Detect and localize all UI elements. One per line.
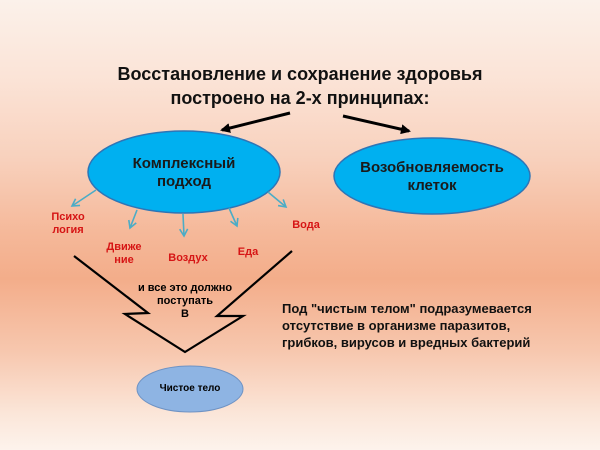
funnel-text-line-3: в [181, 308, 189, 320]
principle-renewal-line-1: Возобновляемость [360, 159, 504, 176]
component-arrow-2 [128, 209, 138, 230]
principle-complex-line-1: Комплексный [132, 155, 236, 172]
principle-ellipse-complex [87, 130, 281, 214]
result-label: Чистое тело [159, 383, 221, 394]
principle-renewal-line-2: клеток [407, 177, 457, 194]
result-ellipse [136, 365, 244, 413]
component-arrow-4 [228, 207, 239, 228]
component-arrow-1 [70, 189, 97, 207]
component-psychology-line-1: Психо [51, 211, 85, 223]
component-label-air: Воздух [158, 252, 218, 265]
diagram-title: Восстановление и сохранение здоровья пос… [40, 62, 560, 110]
component-water-line-1: Вода [292, 219, 320, 231]
funnel-text: и все это должно поступать в [118, 282, 252, 321]
principle-renewal-label: Возобновляемость клеток [342, 159, 522, 195]
funnel-arrow [73, 250, 293, 354]
component-label-water: Вода [284, 219, 328, 232]
arrow-to-left-principle [220, 111, 291, 133]
principle-complex-label: Комплексный подход [104, 155, 264, 191]
explanation-line-2: отсутствие в организме паразитов, [282, 318, 511, 333]
title-line-1: Восстановление и сохранение здоровья [117, 64, 483, 84]
explanation-text: Под "чистым телом" подразумевается отсут… [282, 300, 582, 351]
component-arrow-5 [267, 191, 288, 209]
funnel-text-line-1: и все это должно [137, 282, 233, 294]
component-food-line-1: Еда [237, 246, 259, 258]
explanation-line-1: Под "чистым телом" подразумевается [282, 301, 532, 316]
component-movement-line-1: Движе [106, 241, 142, 253]
funnel-text-line-2: поступать [156, 295, 214, 307]
principle-ellipse-renewal [333, 137, 531, 215]
component-psychology-line-2: логия [52, 224, 84, 236]
title-line-2: построено на 2-х принципах: [170, 88, 430, 108]
explanation-line-3: грибков, вирусов и вредных бактерий [282, 335, 531, 350]
component-arrow-3 [179, 213, 189, 238]
principle-complex-line-2: подход [156, 173, 211, 190]
arrow-to-right-principle [342, 114, 411, 135]
component-label-movement: Движе ние [96, 241, 152, 267]
component-air-line-1: Воздух [168, 252, 208, 264]
component-label-psychology: Психо логия [40, 211, 96, 237]
component-movement-line-2: ние [114, 254, 134, 266]
component-label-food: Еда [228, 246, 268, 259]
